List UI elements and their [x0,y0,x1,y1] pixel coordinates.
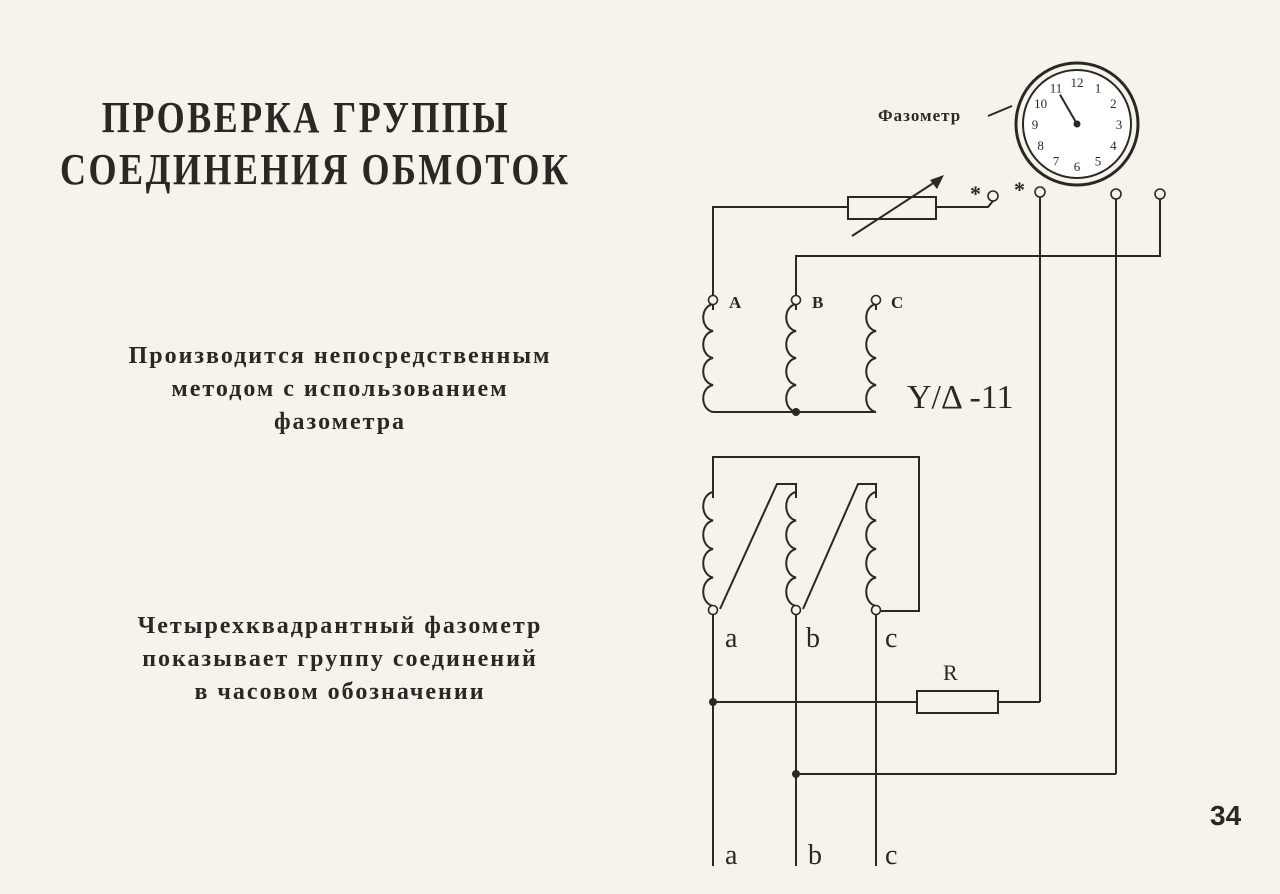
phasemeter-description: Четырехквадрантный фазометр показывает г… [40,610,640,709]
junction-b-voltage [792,770,800,778]
wire-b-to-meter [795,199,1161,297]
output-label-c: c [885,840,897,871]
dial-number: 9 [1032,117,1039,132]
secondary-winding-c [865,491,877,607]
rheostat [847,175,944,237]
slide-title: ПРОВЕРКА ГРУППЫ СОЕДИНЕНИЯ ОБМОТОК [60,92,571,196]
dial-number: 5 [1095,153,1102,168]
star-mark-1: * [970,181,981,206]
terminal-B [790,294,802,306]
primary-winding-A [702,303,714,413]
phasemeter-label: Фазометр [878,106,961,125]
terminal-current [1034,186,1046,198]
primary-winding-C [865,303,877,413]
terminal-a [707,604,719,616]
output-label-b: b [808,840,822,871]
secondary-winding-a [702,491,714,607]
terminal-c [870,604,882,616]
phasemeter-line-2: показывает группу соединений [142,646,538,672]
terminal-C [870,294,882,306]
label-b: b [806,623,820,654]
dial-number: 6 [1074,159,1081,174]
dial-number: 11 [1050,81,1063,96]
winding-labels: A B C Y/Δ -11 a b c a b c [725,293,1014,871]
phasemeter-line-3: в часовом обозначении [194,679,486,705]
rheostat-body [847,196,937,220]
terminal-A [707,294,719,306]
resistor: R [916,660,999,714]
resistor-body [916,690,999,714]
method-line-2: методом с использованием [171,376,509,402]
dial-number: 4 [1110,138,1117,153]
label-C: C [891,293,903,312]
wire-delta-link-2 [802,483,877,610]
method-description: Производится непосредственным методом с … [40,340,640,439]
hand-pivot [1073,120,1081,128]
wire-a-to-rheostat [712,206,848,297]
dial-number: 2 [1110,96,1117,111]
method-line-1: Производится непосредственным [128,343,552,369]
dial-number: 1 [1095,81,1102,96]
output-label-a: a [725,840,738,871]
resistor-label: R [943,660,958,685]
dial-number: 10 [1034,96,1047,111]
connection-group-label: Y/Δ -11 [907,379,1014,416]
terminal-b [790,604,802,616]
phasemeter-line-1: Четырехквадрантный фазометр [137,613,543,639]
junction-a-resistor [709,698,717,706]
method-line-3: фазометра [273,409,407,435]
page-number: 34 [1210,800,1242,831]
terminal-rheostat [987,190,999,202]
wiring [712,197,1161,866]
title-line-1: ПРОВЕРКА ГРУППЫ [101,93,511,142]
dial-number: 7 [1053,153,1060,168]
wire-rheostat-to-meter [936,200,994,208]
windings [702,303,877,607]
dial-number: 8 [1037,138,1044,153]
wire-delta-top [712,456,920,612]
terminal-voltage-1 [1110,188,1122,200]
secondary-winding-b [785,491,797,607]
title-line-2: СОЕДИНЕНИЯ ОБМОТОК [60,145,571,194]
terminal-voltage-2 [1154,188,1166,200]
rheostat-arrowhead [930,175,944,189]
dial-number: 3 [1116,117,1123,132]
rheostat-arrow [851,179,939,237]
label-B: B [812,293,823,312]
label-a: a [725,623,738,654]
phasemeter-hand [1059,94,1078,125]
wire-delta-link-1 [719,483,797,610]
label-c: c [885,623,897,654]
primary-winding-B [785,303,797,413]
label-A: A [729,293,742,312]
dial-number: 12 [1071,75,1084,90]
junction-dots [709,408,800,778]
junction-neutral [792,408,800,416]
winding-terminals [707,294,882,616]
star-mark-2: * [1014,177,1025,202]
phasemeter-leader [987,105,1013,117]
